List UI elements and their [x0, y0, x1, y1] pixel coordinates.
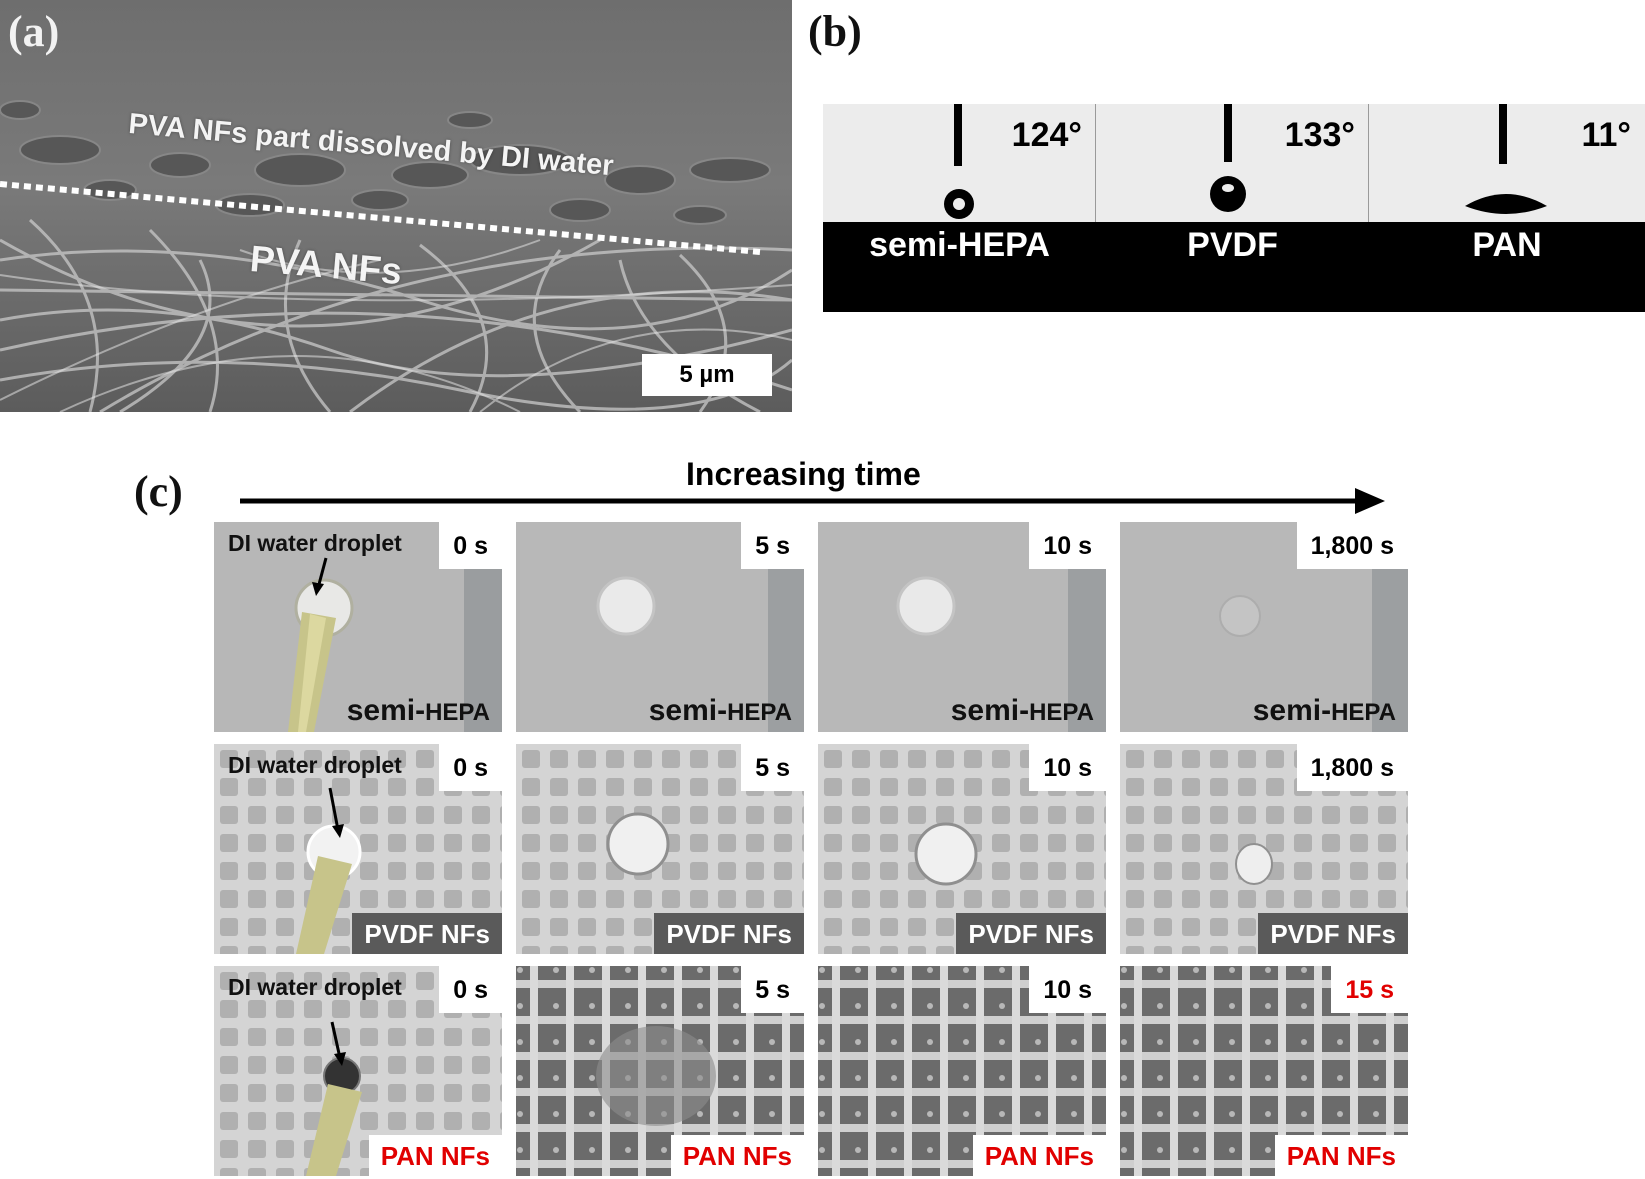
material-suffix: HEPA — [1029, 699, 1094, 726]
time-stamp: 10 s — [1029, 744, 1106, 791]
material-label: PVDF NFs — [654, 913, 804, 954]
tile-pvdf-5s: 5 s PVDF NFs — [516, 744, 804, 954]
material-suffix: HEPA — [1331, 699, 1396, 726]
material-label: semi-HEPA — [939, 688, 1106, 732]
time-stamp: 5 s — [741, 522, 804, 569]
tile-pan-0s: DI water droplet 0 s PAN NFs — [214, 966, 502, 1176]
material-label: PAN NFs — [1274, 1135, 1408, 1176]
time-stamp: 1,800 s — [1296, 744, 1408, 791]
contact-angle-frame-pvdf: 133° PVDF — [1096, 104, 1369, 312]
time-stamp: 1,800 s — [1296, 522, 1408, 569]
scale-bar: 5 µm — [642, 354, 772, 396]
material-label: PAN NFs — [972, 1135, 1106, 1176]
contact-angle-frame-semi-hepa: 124° semi-HEPA — [823, 104, 1096, 312]
material-label: PVDF NFs — [956, 913, 1106, 954]
dispensing-needle — [1499, 104, 1507, 164]
contact-angle-value: 133° — [1284, 116, 1355, 154]
time-stamp: 10 s — [1029, 966, 1106, 1013]
time-arrow-icon — [240, 488, 1385, 514]
flattened-droplet-icon — [1465, 194, 1547, 214]
tile-pan-15s: 15 s PAN NFs — [1120, 966, 1408, 1176]
water-droplet-icon — [944, 189, 974, 219]
tile-semi-hepa-1800s: 1,800 s semi-HEPA — [1120, 522, 1408, 732]
time-stamp: 0 s — [439, 744, 502, 791]
time-stamp: 0 s — [439, 966, 502, 1013]
material-suffix: HEPA — [727, 699, 792, 726]
panel-label-a: (a) — [8, 7, 60, 56]
material-label: PAN NFs — [670, 1135, 804, 1176]
tile-semi-hepa-0s: DI water droplet 0 s semi-HEPA — [214, 522, 502, 732]
sem-image: PVA NFs part dissolved by DI water PVA N… — [0, 0, 792, 412]
tile-pan-10s: 10 s PAN NFs — [818, 966, 1106, 1176]
material-prefix: semi- — [648, 694, 728, 727]
material-name: PVDF — [1187, 226, 1278, 264]
panel-label-b: (b) — [808, 7, 862, 56]
tile-pvdf-0s: DI water droplet 0 s PVDF NFs — [214, 744, 502, 954]
material-prefix: semi- — [346, 694, 426, 727]
tile-pan-5s: 5 s PAN NFs — [516, 966, 804, 1176]
material-suffix: HEPA — [425, 699, 490, 726]
time-axis-title: Increasing time — [686, 456, 921, 492]
material-label: PVDF NFs — [1258, 913, 1408, 954]
droplet-annotation: DI water droplet — [228, 974, 402, 1000]
time-stamp: 0 s — [439, 522, 502, 569]
material-label: semi-HEPA — [1241, 688, 1408, 732]
tile-pvdf-1800s: 1,800 s PVDF NFs — [1120, 744, 1408, 954]
contact-angle-value: 124° — [1011, 116, 1082, 154]
time-stamp: 5 s — [741, 966, 804, 1013]
water-droplet-icon — [1210, 176, 1246, 212]
material-prefix: semi- — [950, 694, 1030, 727]
droplet-annotation: DI water droplet — [228, 752, 402, 778]
dispensing-needle — [954, 104, 962, 166]
time-stamp: 5 s — [741, 744, 804, 791]
material-name: PAN — [1472, 226, 1542, 264]
tile-semi-hepa-10s: 10 s semi-HEPA — [818, 522, 1106, 732]
material-label: PAN NFs — [368, 1135, 502, 1176]
material-label: semi-HEPA — [637, 688, 804, 732]
material-prefix: semi- — [1252, 694, 1332, 727]
droplet-annotation: DI water droplet — [228, 530, 402, 556]
material-label: PVDF NFs — [352, 913, 502, 954]
tile-pvdf-10s: 10 s PVDF NFs — [818, 744, 1106, 954]
contact-angle-value: 11° — [1581, 116, 1631, 154]
contact-angle-frame-pan: 11° PAN — [1369, 104, 1645, 312]
dispensing-needle — [1224, 104, 1232, 162]
time-stamp-highlight: 15 s — [1331, 966, 1408, 1013]
material-name: semi-HEPA — [869, 226, 1050, 264]
material-label: semi-HEPA — [335, 688, 502, 732]
time-stamp: 10 s — [1029, 522, 1106, 569]
sem-fiber-texture — [0, 0, 792, 412]
contact-angle-strip: 124° semi-HEPA 133° PVDF 11° PAN — [823, 104, 1645, 312]
tile-semi-hepa-5s: 5 s semi-HEPA — [516, 522, 804, 732]
panel-label-c: (c) — [134, 467, 183, 516]
